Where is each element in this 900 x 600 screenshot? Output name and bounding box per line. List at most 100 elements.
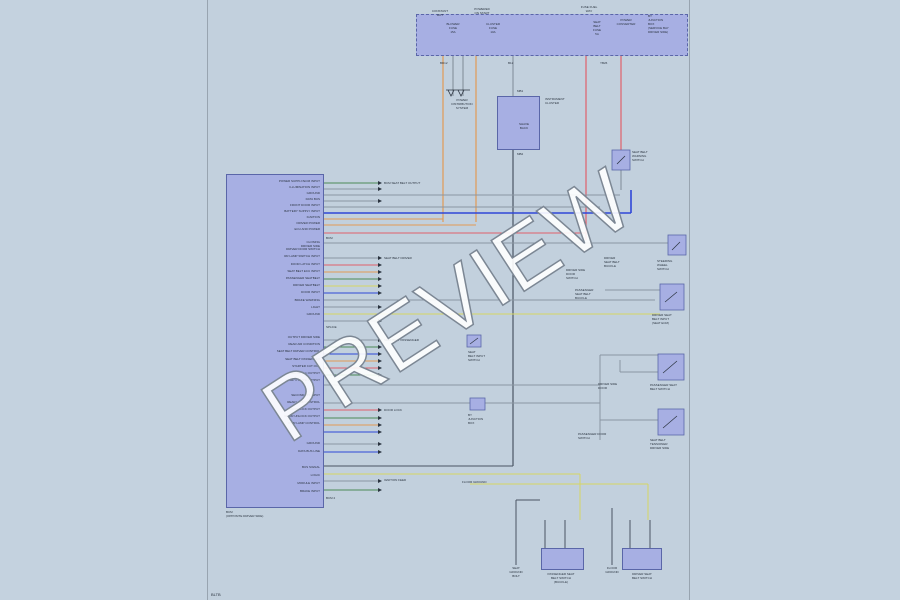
wire-label-6: IGNITION FEED <box>384 478 407 482</box>
ecu-pin-label: DOOR LATCH INPUT <box>290 261 320 266</box>
right-note-1: DRIVER SEAT BELT BUCKLE <box>604 256 620 268</box>
ecu-pin-label: GROUND <box>306 191 320 195</box>
wire-label-2: SEAT BELT DRIVER <box>384 256 412 260</box>
ecu-pin-label: PWR LAMP CONTROL <box>288 421 320 426</box>
ecu-pin-label: REAR LAMP CONTROL <box>287 399 320 404</box>
ground-arrows <box>447 89 465 97</box>
wire-label-1: BCM SEAT BELT OUTPUT <box>384 181 421 185</box>
junction-mid <box>469 397 486 411</box>
cluster-sub: SHAVE BACK <box>519 122 529 130</box>
right-note-3: DRIVER SIDE DOOR <box>598 382 618 390</box>
wire-label-5: FLOOR GROUND <box>462 480 487 484</box>
ecu-pin-label: SEAT BELT PASSENGER <box>285 356 320 361</box>
cluster-label: INSTRUMENT CLUSTER <box>545 97 565 105</box>
right-component-2: DRIVER SEAT BELT INPUT (SEAT ECM) <box>652 313 672 325</box>
ecu-pin-label: LIGHT <box>311 304 320 309</box>
power-converter: POWER CONVERTER <box>616 18 636 26</box>
ecu-pin-label: DATA BUS LINE <box>298 449 320 453</box>
rc-box-4 <box>657 408 685 436</box>
ecu-pin-label-1: BCM <box>326 236 333 240</box>
ecu-pin-label: MODULE INPUT <box>297 481 320 485</box>
ecu-pin-label: STARTER CUT OUT <box>292 363 320 368</box>
ecu-pin-label: CLOSING DRIVER SIDE <box>300 240 320 248</box>
wire-arrowheads <box>378 181 382 492</box>
instrument-cluster <box>497 96 540 150</box>
ecu-pin-label-3: BCM 2 <box>326 496 336 500</box>
ecu-pin-label: RR LAMP SWITCH INPUT <box>284 254 320 259</box>
ecu-pin-label: DOOR LOCK OUTPUT <box>288 407 320 411</box>
ecu-pin-label: GROUND <box>306 441 320 445</box>
feed-wires <box>442 56 622 466</box>
ecu-mid-wires <box>324 242 660 322</box>
right-component-1: STEERING WHEEL SWITCH <box>657 259 673 271</box>
right-note-4: PASSENGER DOOR SWITCH <box>578 432 607 440</box>
ecu-pin-label: ECU AND POWER <box>294 227 320 231</box>
junction-box <box>416 14 688 56</box>
cluster-pin-1: MB1 <box>517 89 524 93</box>
ecu-pin-label: DRIVER SEATBELT <box>292 283 320 288</box>
fusebox-header-2: POWERED ON START <box>474 7 490 15</box>
ecu-pin-label: SEAT BELT ECU INPUT <box>287 268 320 273</box>
relay-body <box>611 149 631 171</box>
ecu-pin-label: SEAT BELT DRIVER CONTROL <box>276 349 320 354</box>
mid-component-1: SEAT BELT INPUT SWITCH <box>468 350 486 362</box>
ecu-pin-label-2: SPLICE <box>326 325 337 329</box>
fuse-seat-belt: SEAT BELT FUSE 5A <box>592 20 601 36</box>
driver-seat-belt-switch <box>622 548 662 570</box>
ecu-pin-label: PASSENGER SEATBELT <box>285 276 320 280</box>
ecu-pin-label: ILLUMINATION INPUT <box>289 185 320 189</box>
ecu-pin-label: COMP 1 STATE OUTPUT <box>285 378 320 383</box>
bottom-feeds <box>515 499 651 565</box>
ecu-pin-label: DOOR INPUT <box>301 290 320 295</box>
ecu-pin-label: LOGIC <box>310 473 320 477</box>
junction-box-label: BY JUNCTION BOX (SERVICE BAY DRIVER SIDE… <box>648 14 669 34</box>
right-bus <box>599 242 668 440</box>
ecu-pin-label: DOOR UNLOCK OUTPUT <box>284 414 320 419</box>
bcm-module <box>226 174 324 508</box>
cluster-pin-2: MB2 <box>517 152 524 156</box>
fuse-pin-1: BD12 <box>440 61 448 65</box>
ecu-pin-label: IGNITION <box>306 215 320 219</box>
bottom-note-1: SEAT GROUND BOLT <box>509 566 523 578</box>
fuse-pin-3: YB26 <box>600 61 608 65</box>
ecu-pin-label: OUTPUT DRIVER SIDE <box>287 335 320 339</box>
ground-block-label: POWER DISTRIBUTION SYSTEM <box>451 98 473 110</box>
ecu-low-wires <box>324 339 600 433</box>
ecu-pin-label: SECONDARY INPUT <box>291 392 320 397</box>
right-component-3: PASSENGER SEAT BELT SWITCH <box>650 383 677 391</box>
ecu-pin-label: POWER SUPPLY/ECM INPUT <box>278 179 320 183</box>
right-component-5: DRIVER SIDE DOOR SWITCH <box>566 268 586 280</box>
bottom-component-1: PASSENGER SEAT BELT SWITCH (BUCKLE) <box>547 572 575 584</box>
bottom-note-2: FLOOR GROUND <box>605 566 619 574</box>
passenger-seat-belt-switch <box>541 548 584 570</box>
ecu-pin-label: REAR AIR CONDITION <box>288 342 320 347</box>
ecu-label: BCM (OPPOSITE DRIVER SIDE) <box>226 510 264 518</box>
wire-label-3: SEAT BELT PASSENGER <box>384 338 419 342</box>
relay-label: SEAT BELT WARNING SWITCH <box>632 150 648 162</box>
ecu-pin-label: DRIVER DOOR SWITCH <box>286 247 320 252</box>
ecu-pin-label: FRONT DOOR INPUT <box>290 203 320 207</box>
ecu-bottom-wires <box>324 443 649 520</box>
ecu-pin-label: BRAKE INPUT <box>299 489 320 493</box>
ecu-pin-label: BUS SIGNAL <box>301 465 320 469</box>
ecu-pin-label: CONTROL 1 OUTPUT <box>289 371 320 375</box>
ecu-pin-label: BATTERY SUPPLY INPUT <box>284 209 320 213</box>
right-note-2: PASSENGER SEAT BELT BUCKLE <box>575 288 594 300</box>
ecu-pin-label: DRIVER POWER <box>296 221 320 225</box>
ecu-pin-label: GROUND <box>306 312 320 316</box>
ecu-pin-label: DATA BUS <box>305 197 320 201</box>
page-label: BLTB <box>211 592 221 597</box>
bottom-component-2: DRIVER SEAT BELT SWITCH <box>632 572 652 580</box>
ecu-pin-label: BRAKE WARNING <box>294 297 320 302</box>
ground-block <box>446 89 470 97</box>
wire-label-4: DOOR LOCK <box>384 408 403 412</box>
rc-box-2 <box>659 283 685 311</box>
rc-box-3 <box>657 353 685 381</box>
fuse-pin-2: B12 <box>508 61 514 65</box>
mid-component-2: BY JUNCTION BOX <box>468 413 484 425</box>
fuse-blower: BLOWER FUSE 15A <box>446 22 460 34</box>
right-component-switches <box>662 241 681 429</box>
switch-mid <box>466 334 482 348</box>
fuse-cluster: CLUSTER FUSE 10A <box>485 22 500 34</box>
